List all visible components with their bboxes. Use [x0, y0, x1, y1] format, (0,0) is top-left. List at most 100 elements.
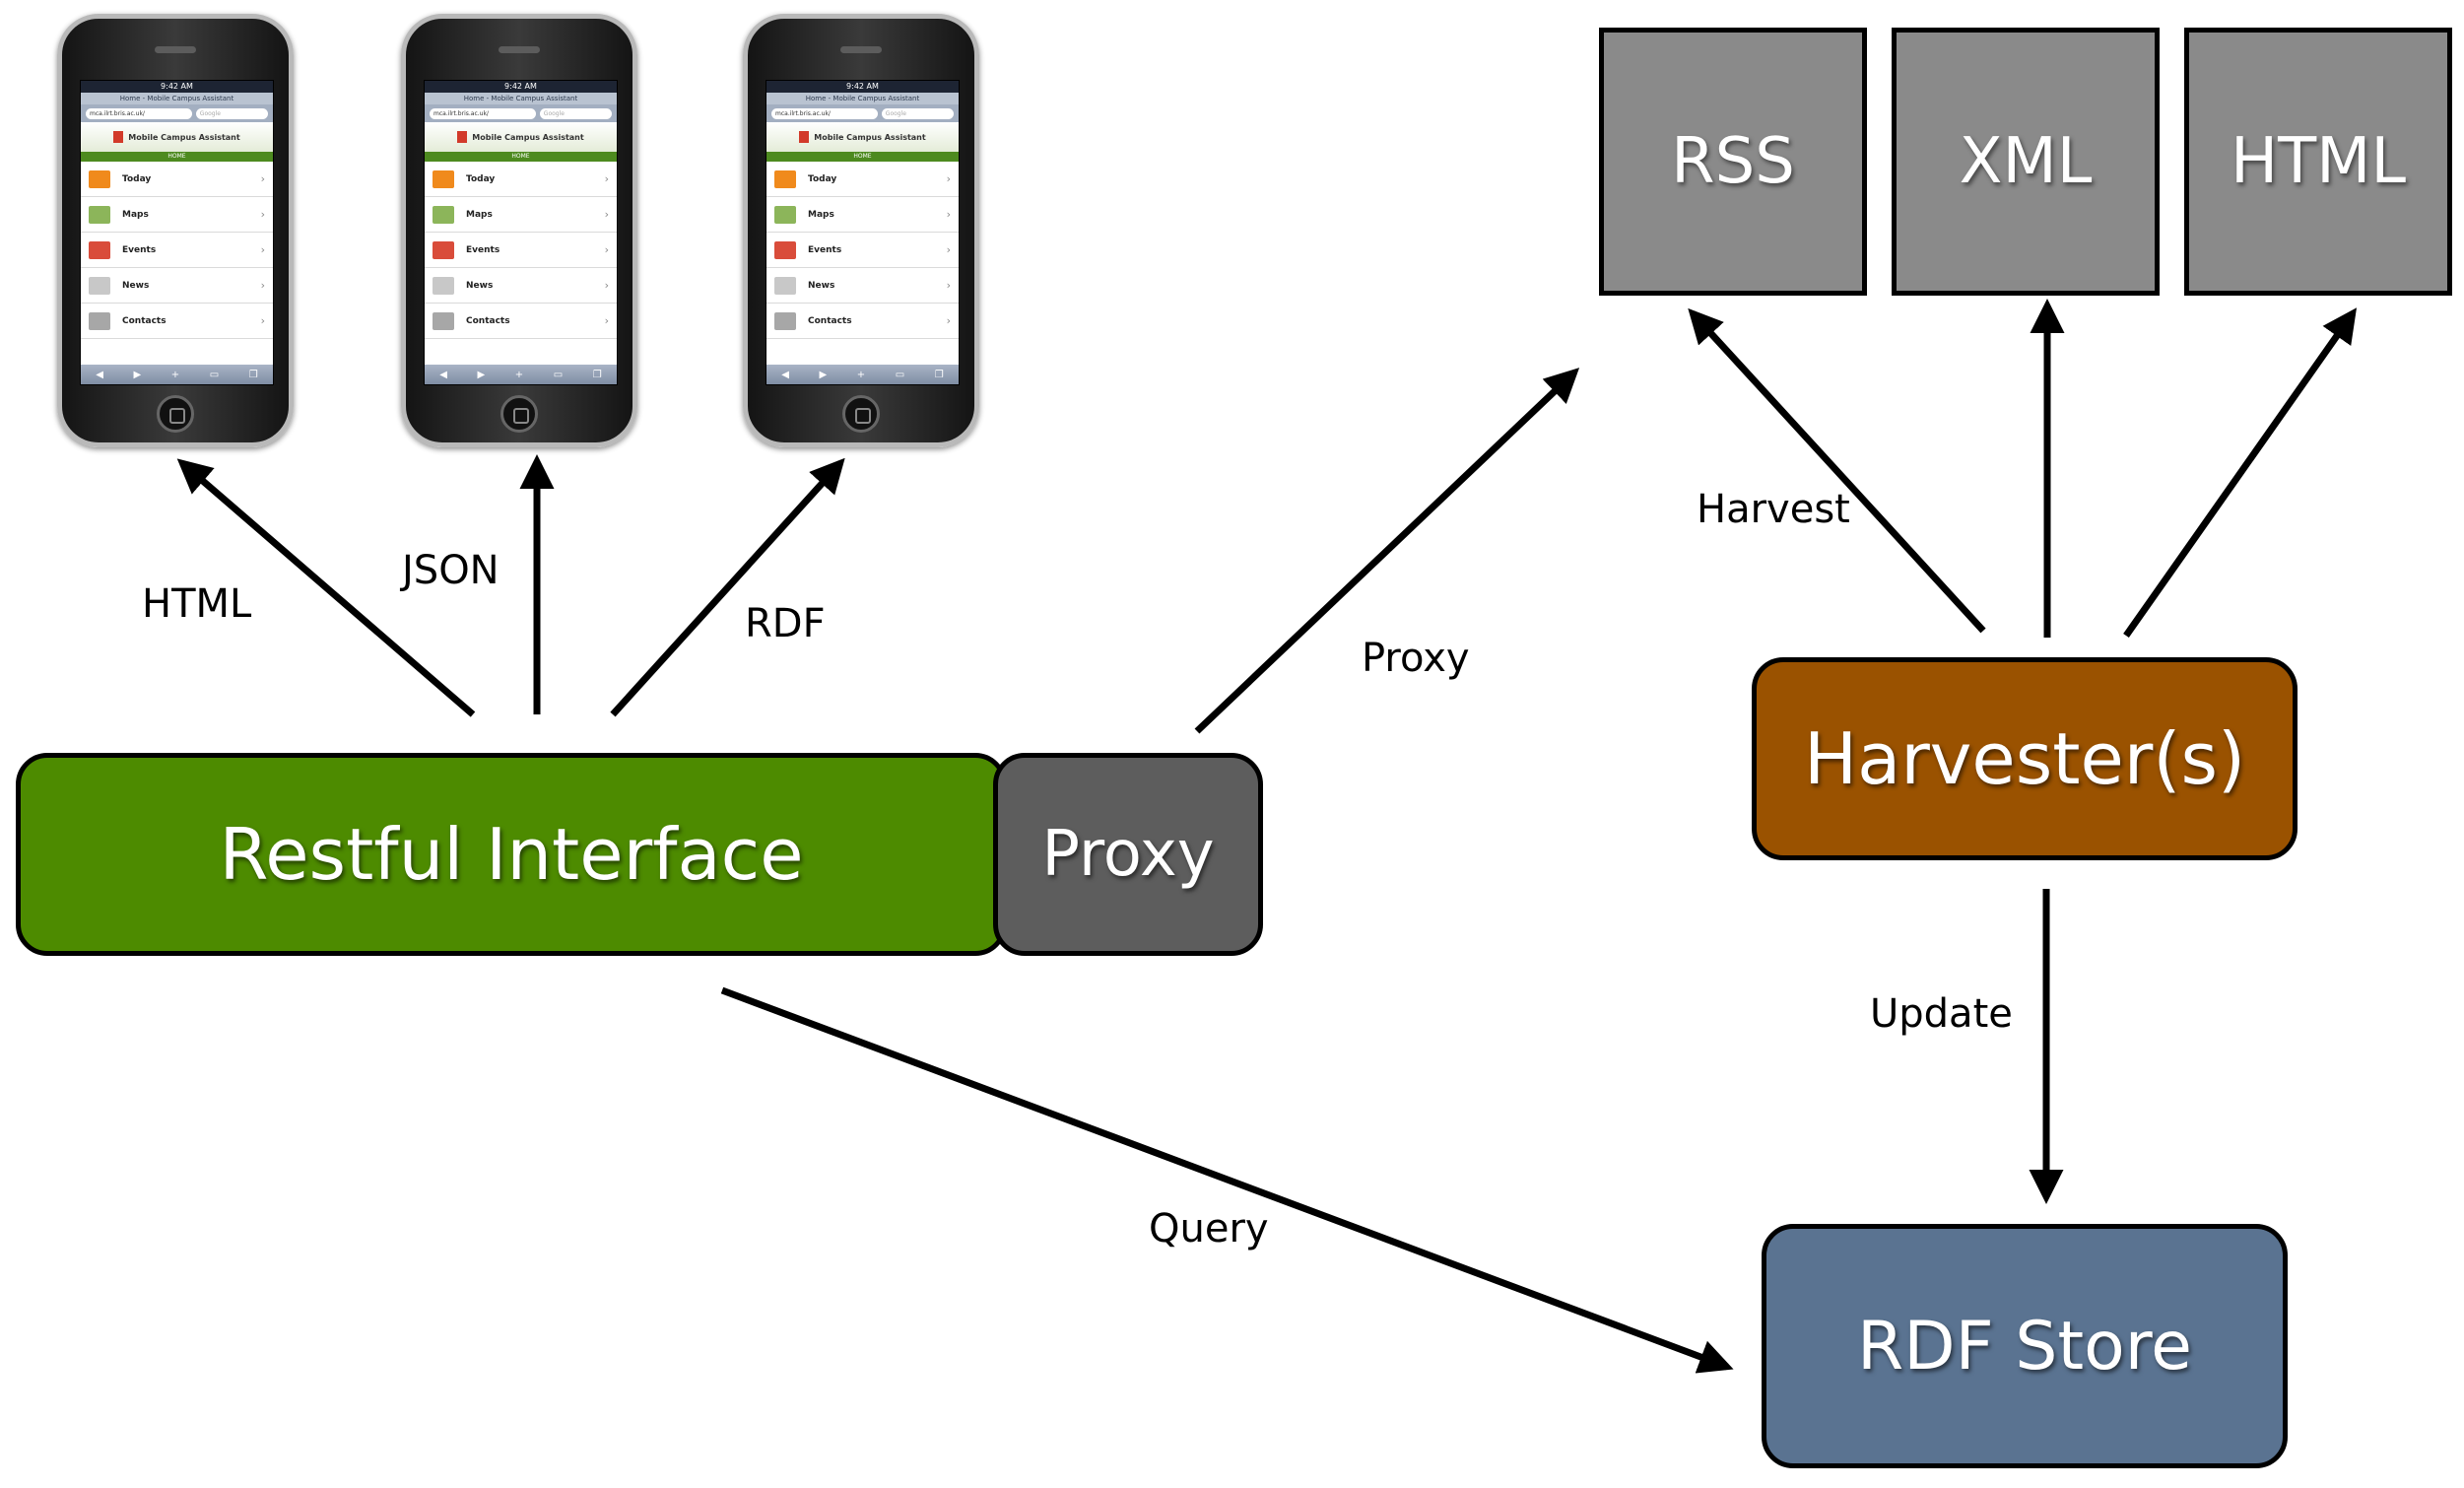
bookmarks-icon[interactable]: ▭ [895, 369, 905, 380]
item-label: Contacts [466, 315, 510, 326]
back-icon[interactable]: ◀ [96, 369, 103, 380]
restful-interface-box: Restful Interface [16, 753, 1007, 956]
rss-label: RSS [1671, 125, 1795, 198]
url-field[interactable]: mca.ilrt.bris.ac.uk/ [771, 107, 878, 119]
home-button[interactable] [842, 395, 880, 433]
chevron-right-icon: › [946, 279, 951, 292]
edge-label-harvest: Harvest [1697, 487, 1850, 532]
list-item[interactable]: Contacts › [425, 304, 617, 339]
url-field[interactable]: mca.ilrt.bris.ac.uk/ [430, 107, 536, 119]
list-item[interactable]: Today› [81, 162, 273, 197]
contacts-icon [774, 311, 796, 330]
rdf-store-box: RDF Store [1762, 1224, 2288, 1468]
forward-icon[interactable]: ▶ [133, 369, 142, 380]
search-field[interactable]: Google [539, 107, 612, 119]
list-item[interactable]: Contacts › [81, 304, 273, 339]
html-label: HTML [2230, 125, 2407, 198]
url-field[interactable]: mca.ilrt.bris.ac.uk/ [86, 107, 192, 119]
contacts-icon [433, 311, 454, 330]
edge-label-html: HTML [142, 581, 252, 627]
search-field[interactable]: Google [195, 107, 268, 119]
edge-label-query: Query [1149, 1206, 1269, 1251]
html-box: HTML [2184, 28, 2452, 296]
tabs-icon[interactable]: ❐ [592, 369, 602, 380]
chevron-right-icon: › [946, 172, 951, 185]
newspaper-icon [89, 276, 110, 295]
flag-icon [433, 169, 454, 188]
list-item[interactable]: Contacts› [766, 304, 959, 339]
speaker [499, 46, 540, 53]
chevron-right-icon: › [260, 243, 265, 256]
list-item[interactable]: Events› [425, 233, 617, 268]
map-icon [774, 205, 796, 224]
arrow-html [176, 458, 476, 717]
tabs-icon[interactable]: ❐ [934, 369, 944, 380]
contacts-icon [89, 311, 110, 330]
chevron-right-icon: › [604, 208, 609, 221]
url-bar: mca.ilrt.bris.ac.uk/ Google [81, 104, 273, 122]
item-label: News [808, 280, 835, 291]
bookmarks-icon[interactable]: ▭ [209, 369, 220, 380]
bookmarks-icon[interactable]: ▭ [553, 369, 564, 380]
chevron-right-icon: › [604, 314, 609, 327]
search-field[interactable]: Google [881, 107, 954, 119]
add-icon[interactable]: + [514, 369, 524, 380]
item-label: Maps [122, 209, 149, 220]
list-item[interactable]: Events › [81, 233, 273, 268]
home-button[interactable] [157, 395, 194, 433]
chevron-right-icon: › [260, 314, 265, 327]
browser-toolbar: ◀ ▶ + ▭ ❐ [766, 365, 959, 384]
home-bar: HOME [766, 152, 959, 162]
item-label: Contacts [122, 315, 166, 326]
back-icon[interactable]: ◀ [781, 369, 789, 380]
xml-label: XML [1959, 125, 2093, 198]
forward-icon[interactable]: ▶ [477, 369, 486, 380]
list-item[interactable]: News› [81, 268, 273, 304]
home-bar: HOME [81, 152, 273, 162]
calendar-icon [433, 240, 454, 259]
list-item[interactable]: News › [766, 268, 959, 304]
arrow-harvest-html [2123, 307, 2358, 639]
browser-toolbar: ◀ ▶ + ▭ ❐ [425, 365, 617, 384]
flag-icon [89, 169, 110, 188]
status-bar: 9:42 AM [766, 81, 959, 93]
chevron-right-icon: › [260, 208, 265, 221]
home-button[interactable] [500, 395, 538, 433]
item-label: Events [466, 244, 500, 255]
back-icon[interactable]: ◀ [439, 369, 447, 380]
item-label: Events [808, 244, 842, 255]
arrow-rdf [610, 457, 845, 717]
item-label: News [466, 280, 494, 291]
app-banner: Mobile Campus Assistant [81, 122, 273, 152]
phone-html: 9:42 AM Home - Mobile Campus Assistant m… [57, 14, 294, 447]
url-bar: mca.ilrt.bris.ac.uk/ Google [425, 104, 617, 122]
item-label: Today [808, 173, 837, 184]
list-item[interactable]: News› [425, 268, 617, 304]
add-icon[interactable]: + [170, 369, 180, 380]
status-bar: 9:42 AM [81, 81, 273, 93]
edge-label-proxy: Proxy [1362, 636, 1470, 681]
logo-icon [457, 131, 468, 143]
item-label: Events [122, 244, 157, 255]
forward-icon[interactable]: ▶ [819, 369, 828, 380]
list-item[interactable]: Maps› [425, 197, 617, 233]
list-item[interactable]: Maps› [766, 197, 959, 233]
phone-screen: 9:42 AM Home - Mobile Campus Assistant m… [424, 80, 618, 385]
app-name: Mobile Campus Assistant [472, 132, 584, 142]
restful-interface-label: Restful Interface [219, 813, 804, 896]
list-item[interactable]: Events› [766, 233, 959, 268]
status-bar: 9:42 AM [425, 81, 617, 93]
speaker [840, 46, 882, 53]
home-bar: HOME [425, 152, 617, 162]
add-icon[interactable]: + [856, 369, 866, 380]
edge-label-rdf: RDF [745, 601, 826, 646]
page-title: Home - Mobile Campus Assistant [425, 93, 617, 104]
browser-toolbar: ◀ ▶ + ▭ ❐ [81, 365, 273, 384]
app-name: Mobile Campus Assistant [128, 132, 240, 142]
tabs-icon[interactable]: ❐ [248, 369, 258, 380]
list-item[interactable]: Maps › [81, 197, 273, 233]
map-icon [89, 205, 110, 224]
list-item[interactable]: Today› [425, 162, 617, 197]
list-item[interactable]: Today › [766, 162, 959, 197]
